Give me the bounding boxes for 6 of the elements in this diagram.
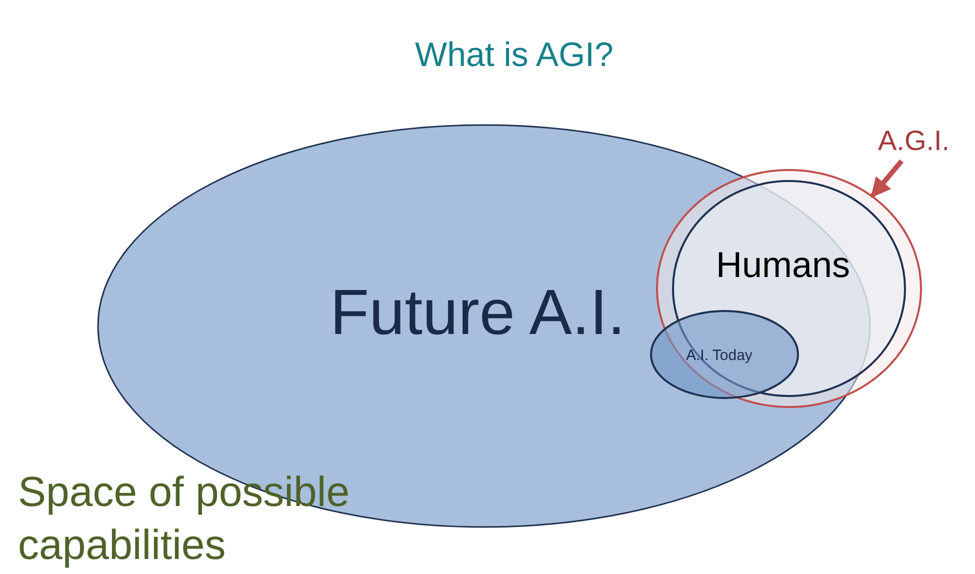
arrow <box>870 159 904 198</box>
region-label: Future A.I. <box>330 280 626 344</box>
region-label: Humans <box>716 247 850 283</box>
region-label: A.I. Today <box>686 348 752 363</box>
title: What is AGI? <box>415 38 614 72</box>
callout-label: A.G.I. <box>878 127 950 155</box>
